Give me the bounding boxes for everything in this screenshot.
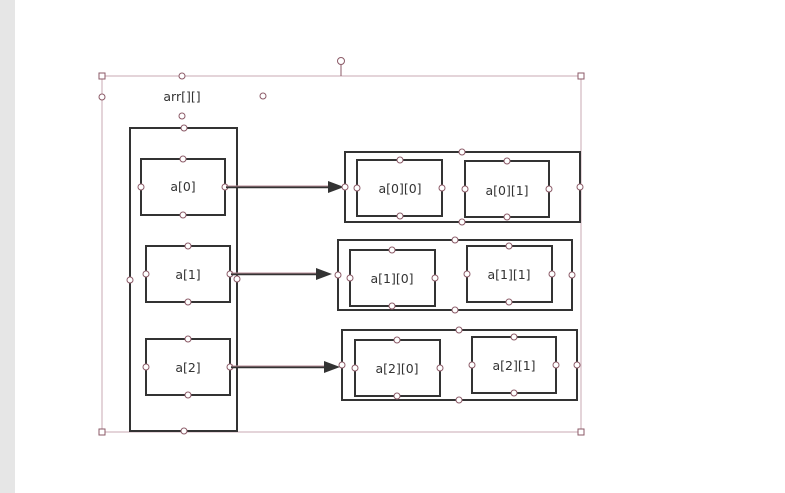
element-cell-label: a[2][0] <box>375 361 418 376</box>
element-cell-label: a[1][0] <box>370 271 413 286</box>
shape-handle[interactable] <box>233 275 241 283</box>
shape-handle[interactable] <box>503 213 511 221</box>
shape-handle[interactable] <box>393 336 401 344</box>
shape-handle[interactable] <box>353 184 361 192</box>
shape-handle[interactable] <box>568 271 576 279</box>
shape-handle[interactable] <box>142 363 150 371</box>
shape-handle[interactable] <box>388 246 396 254</box>
shape-handle[interactable] <box>184 391 192 399</box>
side-panel <box>0 0 15 493</box>
shape-handle[interactable] <box>458 218 466 226</box>
shape-handle[interactable] <box>338 361 346 369</box>
shape-handle[interactable] <box>388 302 396 310</box>
shape-handle[interactable] <box>576 183 584 191</box>
shape-handle[interactable] <box>346 274 354 282</box>
pointer-array-handle-left[interactable] <box>126 276 134 284</box>
shape-handle[interactable] <box>451 236 459 244</box>
shape-handle[interactable] <box>184 242 192 250</box>
resize-handle-left[interactable] <box>98 93 106 101</box>
resize-handle-top-right[interactable] <box>577 72 585 80</box>
shape-handle[interactable] <box>451 306 459 314</box>
shape-handle[interactable] <box>505 242 513 250</box>
shape-handle[interactable] <box>458 148 466 156</box>
shape-handle[interactable] <box>510 333 518 341</box>
shape-handle[interactable] <box>184 298 192 306</box>
shape-handle[interactable] <box>393 392 401 400</box>
title-handle-bottom[interactable] <box>178 112 186 120</box>
shape-handle[interactable] <box>142 270 150 278</box>
shape-handle[interactable] <box>552 361 560 369</box>
element-cell-label: a[0][0] <box>378 181 421 196</box>
shape-handle[interactable] <box>463 270 471 278</box>
shape-handle[interactable] <box>137 183 145 191</box>
rotate-handle[interactable] <box>337 57 345 65</box>
element-cell-label: a[2][1] <box>492 358 535 373</box>
pointer-array-handle-bottom[interactable] <box>180 427 188 435</box>
shape-handle[interactable] <box>179 211 187 219</box>
shape-handle[interactable] <box>396 156 404 164</box>
pointer-cell-label: a[0] <box>170 179 195 194</box>
shape-handle[interactable] <box>503 157 511 165</box>
resize-handle-top-left[interactable] <box>98 72 106 80</box>
pointer-array-handle-top[interactable] <box>180 124 188 132</box>
shape-handle[interactable] <box>351 364 359 372</box>
shape-handle[interactable] <box>341 183 349 191</box>
shape-handle[interactable] <box>455 326 463 334</box>
shape-handle[interactable] <box>179 155 187 163</box>
shape-handle[interactable] <box>184 335 192 343</box>
shape-handle[interactable] <box>573 361 581 369</box>
shape-handle[interactable] <box>438 184 446 192</box>
shape-handle[interactable] <box>548 270 556 278</box>
pointer-cell-label: a[1] <box>175 267 200 282</box>
shape-handle[interactable] <box>455 396 463 404</box>
title-handle-right[interactable] <box>259 92 267 100</box>
shape-handle[interactable] <box>396 212 404 220</box>
element-cell-label: a[1][1] <box>487 267 530 282</box>
arrowhead-icon <box>328 181 344 193</box>
arrowhead-icon <box>324 361 340 373</box>
shape-handle[interactable] <box>510 389 518 397</box>
shape-handle[interactable] <box>545 185 553 193</box>
resize-handle-bottom-left[interactable] <box>98 428 106 436</box>
shape-handle[interactable] <box>334 271 342 279</box>
resize-handle-bottom-right[interactable] <box>577 428 585 436</box>
shape-handle[interactable] <box>505 298 513 306</box>
pointer-cell-label: a[2] <box>175 360 200 375</box>
arrowhead-icon <box>316 268 332 280</box>
element-cell-label: a[0][1] <box>485 183 528 198</box>
shape-handle[interactable] <box>436 364 444 372</box>
shape-handle[interactable] <box>431 274 439 282</box>
element-cell-a01[interactable] <box>464 160 550 218</box>
shape-handle[interactable] <box>468 361 476 369</box>
diagram-title[interactable]: arr[][] <box>163 89 200 104</box>
shape-handle[interactable] <box>461 185 469 193</box>
resize-handle-top[interactable] <box>178 72 186 80</box>
